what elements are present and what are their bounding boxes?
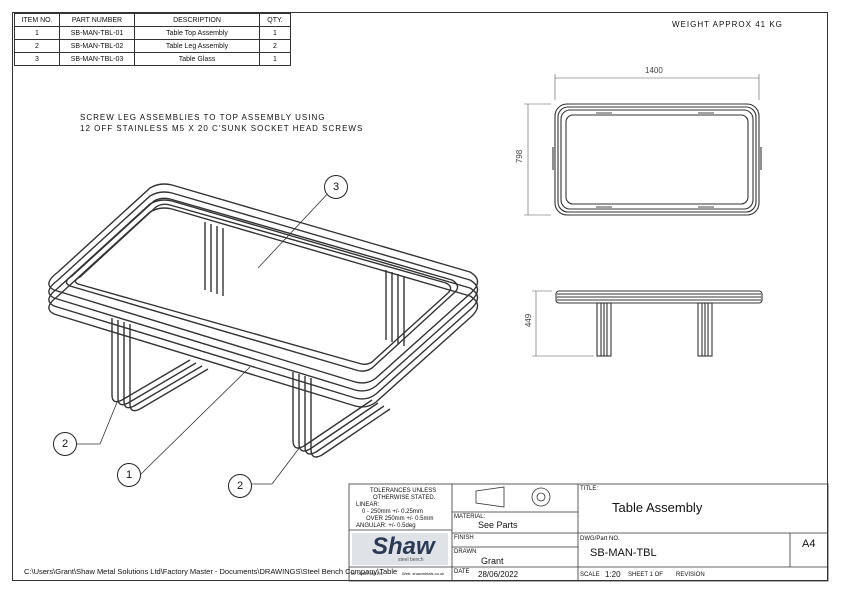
bom-header-item: ITEM NO. <box>14 13 60 27</box>
bom-cell: 1 <box>259 52 291 66</box>
date-label: DATE <box>454 569 470 575</box>
title-block-grid <box>348 483 829 582</box>
dwg-number-label: DWG/Part NO. <box>580 536 620 542</box>
tolerance-line: ANGULAR: +/- 0.5deg <box>356 523 416 529</box>
assembly-note-line: 12 OFF STAINLESS M5 X 20 C'SUNK SOCKET H… <box>80 124 364 133</box>
bom-cell: SB-MAN-TBL-03 <box>59 52 135 66</box>
date-value: 28/06/2022 <box>478 570 519 579</box>
bom-cell: Table Top Assembly <box>134 26 260 40</box>
balloon-item-2: 2 <box>228 474 252 498</box>
file-path: C:\Users\Grant\Shaw Metal Solutions Ltd\… <box>24 567 398 576</box>
bom-cell: SB-MAN-TBL-01 <box>59 26 135 40</box>
scale-value: 1:20 <box>605 570 621 579</box>
table-row: 2 SB-MAN-TBL-02 Table Leg Assembly 2 <box>14 39 291 53</box>
iso-back-leg <box>204 222 405 346</box>
logo-subtext: steel bench <box>398 557 424 563</box>
balloon-item-1: 1 <box>117 463 141 487</box>
dimension-depth: 798 <box>515 149 525 164</box>
bom-cell: Table Glass <box>134 52 260 66</box>
iso-front-leg <box>111 318 391 458</box>
assembly-note: SCREW LEG ASSEMBLIES TO TOP ASSEMBLY USI… <box>80 112 363 134</box>
iso-view <box>48 183 479 485</box>
company-logo: Shaw steel bench <box>352 533 448 565</box>
bom-header-desc: DESCRIPTION <box>134 13 260 27</box>
balloon-item-3: 3 <box>324 175 348 199</box>
scale-label: SCALE <box>580 572 600 578</box>
bom-cell: SB-MAN-TBL-02 <box>59 39 135 53</box>
table-row: 1 SB-MAN-TBL-01 Table Top Assembly 1 <box>14 26 291 40</box>
tolerance-line: OVER 250mm +/- 0.5mm <box>366 516 434 522</box>
sheet-number: SHEET 1 OF <box>628 572 663 578</box>
dwg-number: SB-MAN-TBL <box>590 547 657 559</box>
tolerance-line: LINEAR: <box>356 502 380 508</box>
tolerance-line: TOLERANCES UNLESS <box>370 488 437 494</box>
logo-text: Shaw <box>372 533 435 560</box>
bom-cell: 3 <box>14 52 60 66</box>
contact-phone: Tel: 01453 859191 <box>350 571 383 576</box>
finish-label: FINISH <box>454 535 474 541</box>
assembly-note-line: SCREW LEG ASSEMBLIES TO TOP ASSEMBLY USI… <box>80 113 326 122</box>
material-label: MATERIAL: <box>454 514 486 520</box>
balloon-item-2: 2 <box>53 432 77 456</box>
top-view <box>524 74 762 216</box>
bom-cell: 2 <box>14 39 60 53</box>
sheet-size: A4 <box>802 538 816 550</box>
material-value: See Parts <box>478 520 518 530</box>
dimension-width: 1400 <box>645 66 663 75</box>
tolerance-line: OTHERWISE STATED. <box>373 495 436 501</box>
bom-cell: 1 <box>14 26 60 40</box>
drawing-border <box>12 12 828 581</box>
leaders <box>76 188 333 485</box>
iso-top-frame <box>48 183 479 408</box>
revision-label: REVISION <box>676 572 705 578</box>
contact-web: Web: shawmetals.co.uk <box>402 571 445 576</box>
table-row: 3 SB-MAN-TBL-03 Table Glass 1 <box>14 52 291 66</box>
front-view <box>532 290 763 357</box>
bom-header-qty: QTY. <box>259 13 291 27</box>
bom-header-part: PART NUMBER <box>59 13 135 27</box>
bom-cell: 2 <box>259 39 291 53</box>
drawn-value: Grant <box>481 556 504 566</box>
tolerances-block: TOLERANCES UNLESS OTHERWISE STATED. LINE… <box>356 488 436 530</box>
bom-cell: Table Leg Assembly <box>134 39 260 53</box>
tolerance-line: 0 - 250mm +/- 0.25mm <box>362 509 423 515</box>
bom-cell: 1 <box>259 26 291 40</box>
bom-header-row: ITEM NO. PART NUMBER DESCRIPTION QTY. <box>14 13 291 27</box>
bill-of-materials: ITEM NO. PART NUMBER DESCRIPTION QTY. 1 … <box>14 13 291 66</box>
drawn-label: DRAWN <box>454 549 477 555</box>
drawing-title: Table Assembly <box>612 500 703 515</box>
weight-note: WEIGHT APPROX 41 KG <box>672 20 783 29</box>
dimension-height: 449 <box>524 313 534 328</box>
title-label: TITLE: <box>580 486 599 492</box>
